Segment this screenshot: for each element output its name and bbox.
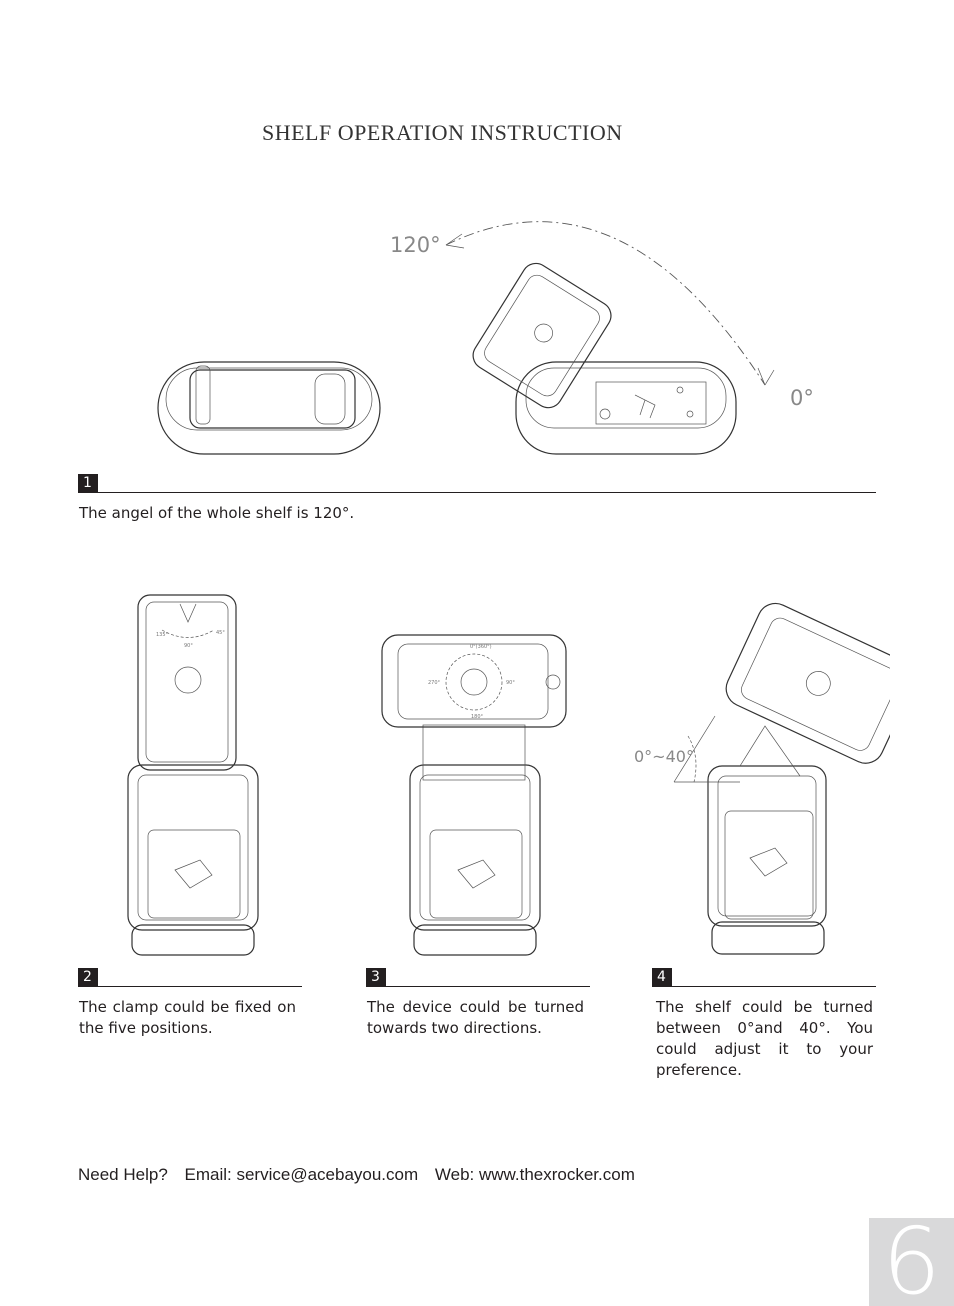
step-3-number: 3 (366, 968, 386, 986)
footer-email-link[interactable]: Email: service@acebayou.com (184, 1165, 419, 1184)
clamp-angle-mid: 90° (184, 643, 193, 649)
angle-label-open: 120° (390, 233, 441, 257)
figure-shelf-open-angle: 120° 0° (157, 221, 814, 455)
rotation-angle-top: 0°(360°) (470, 644, 492, 650)
step-4-bar: 4 (652, 968, 876, 987)
footer-help-line: Need Help? Email: service@acebayou.com W… (78, 1165, 647, 1185)
page-number-tab: 6 (869, 1218, 954, 1306)
angle-arc (445, 221, 766, 386)
step-2-number: 2 (78, 968, 98, 986)
step-2-bar: 2 (78, 968, 302, 987)
open-shelf-drawing (472, 262, 737, 455)
figure-shelf-tilt: 0°~40° (634, 602, 890, 955)
clamp-angle-right: 45° (216, 630, 225, 636)
rotation-angle-bottom: 180° (471, 714, 484, 720)
step-4-number: 4 (652, 968, 672, 986)
footer-help: Need Help? (78, 1165, 168, 1184)
page-title: SHELF OPERATION INSTRUCTION (262, 120, 623, 145)
step-1-caption: The angel of the whole shelf is 120°. (79, 504, 355, 522)
clamp-angle-left: 135° (156, 632, 169, 638)
tilt-angle-lines (673, 715, 740, 783)
closed-shelf-drawing (157, 361, 381, 455)
step-2-caption: The clamp could be fixed on the five pos… (79, 998, 296, 1037)
footer-web-link[interactable]: Web: www.thexrocker.com (434, 1165, 635, 1184)
step-3-caption: The device could be turned towards two d… (367, 998, 584, 1037)
tilt-angle-label: 0°~40° (634, 747, 694, 766)
figure-clamp-positions: 135° 90° 45° (127, 594, 259, 956)
page-number: 6 (882, 1218, 941, 1306)
step-3-bar: 3 (366, 968, 590, 987)
figure-device-rotation: 0°(360°) 270° 90° 180° (381, 634, 567, 956)
angle-label-closed: 0° (790, 386, 814, 410)
step-1-bar: 1 (78, 474, 876, 493)
rotation-angle-right: 90° (506, 680, 515, 686)
step-1-number: 1 (78, 474, 98, 492)
step-4-caption: The shelf could be turned between 0°and … (656, 998, 873, 1079)
rotation-angle-left: 270° (428, 680, 441, 686)
